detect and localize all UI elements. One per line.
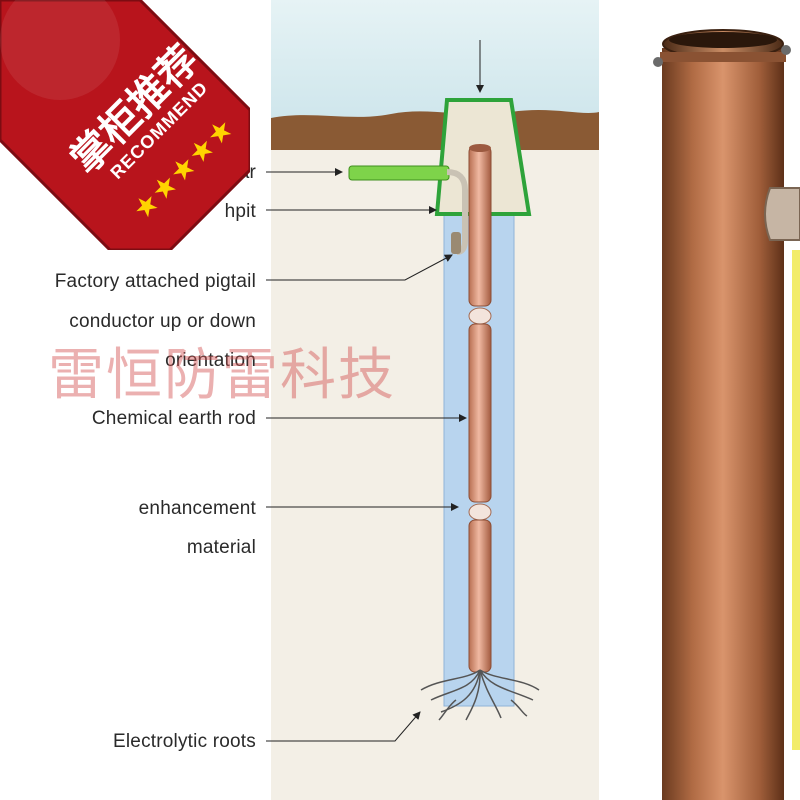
watermark-text: 雷恒防雷科技 [48,343,396,408]
earth-rod-middle [468,323,492,503]
earth-rod-cap [469,144,491,152]
callout-label-pigtail-line2: conductor up or down [69,311,256,332]
callout-label-pigtail-line1: Factory attached pigtail [54,271,256,292]
rod-joint-1 [468,307,492,325]
pipe-side-lug [764,187,800,241]
soil-layer [271,110,599,152]
callout-label-earth-rod: Chemical earth rod [91,408,256,429]
collar-bolt-left [653,57,663,67]
ground-conductor [348,165,450,181]
recommend-badge: 掌柜推荐 RECOMMEND ★★★★★ [0,0,250,250]
ground [271,150,599,800]
electrolytic-roots [420,669,540,721]
sky [271,0,599,120]
pigtail-clamp [451,232,461,254]
callout-label-enhancement-line1: enhancement [138,498,256,519]
pigtail-conductor [446,169,468,255]
earth-rod-upper [468,145,492,307]
badge-ribbon [0,0,250,250]
collar-bolt-right [781,45,791,55]
earth-rod-lower [468,519,492,673]
callout-label-enhancement-line2: material [186,537,256,558]
callout-label-pit: hpit [224,201,256,222]
callout-label-roots: Electrolytic roots [113,731,256,752]
pipe-body [662,48,784,800]
product-photo [600,0,800,800]
pipe-collar [660,52,786,62]
callout-label-pigtail-line3: orientation [165,350,256,371]
rod-joint-2 [468,503,492,521]
